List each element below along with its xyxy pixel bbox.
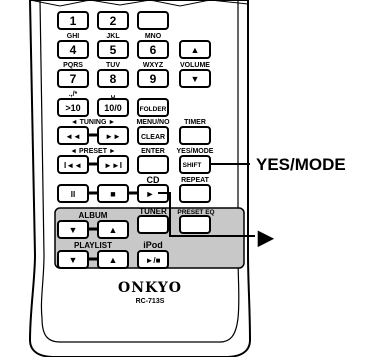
tuning-up-button[interactable]: ►►: [97, 126, 129, 145]
label-jkl: JKL: [106, 33, 120, 40]
volume-down-button[interactable]: ▼: [179, 69, 211, 88]
label-ghi: GHI: [67, 33, 80, 40]
label-playlist: PLAYLIST: [74, 241, 112, 250]
pause-button[interactable]: II: [57, 184, 89, 203]
svg-text:6: 6: [150, 43, 157, 57]
key-3-partial[interactable]: [137, 11, 169, 30]
svg-text:CLEAR: CLEAR: [141, 134, 165, 141]
yes-mode-button[interactable]: SHIFT: [179, 155, 211, 174]
tuner-button[interactable]: [137, 215, 169, 234]
label-ipod: iPod: [143, 240, 163, 250]
key-1[interactable]: 1: [57, 11, 89, 30]
down-arrow-icon: ▼: [191, 74, 200, 84]
label-tuner: TUNER: [139, 207, 167, 216]
label-wxyz: WXYZ: [143, 62, 164, 69]
key-5[interactable]: 5: [97, 40, 129, 59]
label-space: ␣: [111, 91, 116, 98]
remote-top-cut: [29, 0, 249, 7]
svg-text:7: 7: [70, 72, 77, 86]
ipod-play-pause-button[interactable]: ►/■: [137, 250, 169, 269]
play-pause-icon: ►/■: [146, 256, 161, 265]
key-greater-10[interactable]: >10: [57, 98, 89, 117]
svg-text:10/0: 10/0: [104, 103, 122, 113]
label-cd: CD: [147, 175, 160, 185]
remote-inner-outline: [39, 0, 240, 343]
folder-button[interactable]: FOLDER: [137, 98, 169, 117]
up-arrow-icon: ▲: [109, 225, 118, 235]
preset-eq-button[interactable]: [179, 215, 211, 234]
fast-forward-icon: ►►: [105, 132, 121, 141]
key-8[interactable]: 8: [97, 69, 129, 88]
pause-icon: II: [71, 190, 75, 199]
tuning-down-button[interactable]: ◄◄: [57, 126, 89, 145]
play-icon: ►: [146, 189, 155, 199]
yes-mode-callout: YES/MODE: [256, 155, 346, 174]
svg-text:4: 4: [70, 43, 77, 57]
album-down-button[interactable]: ▼: [57, 220, 89, 239]
svg-text:1: 1: [70, 14, 77, 28]
play-callout-line: [158, 192, 255, 237]
clear-button[interactable]: CLEAR: [137, 126, 169, 145]
preset-prev-button[interactable]: I◄◄: [57, 155, 89, 174]
label-tuv: TUV: [106, 62, 120, 69]
label-album: ALBUM: [79, 211, 108, 220]
down-arrow-icon: ▼: [69, 255, 78, 265]
rewind-icon: ◄◄: [65, 132, 81, 141]
stop-icon: ■: [110, 189, 115, 199]
repeat-button[interactable]: [179, 184, 211, 203]
previous-icon: I◄◄: [64, 161, 82, 170]
svg-text:SHIFT: SHIFT: [183, 162, 202, 169]
key-9[interactable]: 9: [137, 69, 169, 88]
label-menu-no: MENU/NO: [136, 119, 170, 126]
label-timer: TIMER: [184, 119, 206, 126]
play-callout-arrow-icon: ▶: [258, 227, 274, 249]
key-7[interactable]: 7: [57, 69, 89, 88]
key-2[interactable]: 2: [97, 11, 129, 30]
label-symbols: .,/*: [69, 91, 78, 98]
svg-text:2: 2: [110, 14, 117, 28]
stop-button[interactable]: ■: [97, 184, 129, 203]
svg-text:5: 5: [110, 43, 117, 57]
svg-text:8: 8: [110, 72, 117, 86]
brand-logo: ONKYO: [118, 280, 182, 296]
preset-next-button[interactable]: ►►I: [97, 155, 129, 174]
label-preset: ◄ PRESET ►: [70, 148, 116, 155]
label-tuning: ◄ TUNING ►: [71, 119, 116, 126]
playlist-up-button[interactable]: ▲: [97, 250, 129, 269]
down-arrow-icon: ▼: [69, 225, 78, 235]
label-repeat: REPEAT: [181, 177, 210, 184]
volume-up-button[interactable]: ▲: [179, 40, 211, 59]
svg-text:9: 9: [150, 72, 157, 86]
label-enter: ENTER: [141, 148, 165, 155]
label-preset-eq: PRESET EQ: [177, 209, 214, 216]
timer-button[interactable]: [179, 126, 211, 145]
up-arrow-icon: ▲: [191, 45, 200, 55]
label-pqrs: PQRS: [63, 62, 83, 69]
playlist-down-button[interactable]: ▼: [57, 250, 89, 269]
model-number: RC-713S: [136, 298, 165, 305]
key-4[interactable]: 4: [57, 40, 89, 59]
label-yes-mode: YES/MODE: [177, 148, 214, 155]
key-10-0[interactable]: 10/0: [97, 98, 129, 117]
next-icon: ►►I: [104, 161, 122, 170]
label-volume: VOLUME: [180, 62, 210, 69]
enter-button[interactable]: [137, 155, 169, 174]
svg-text:FOLDER: FOLDER: [140, 106, 167, 113]
svg-text:>10: >10: [65, 103, 80, 113]
album-up-button[interactable]: ▲: [97, 220, 129, 239]
up-arrow-icon: ▲: [109, 255, 118, 265]
label-mno: MNO: [145, 33, 162, 40]
key-6[interactable]: 6: [137, 40, 169, 59]
